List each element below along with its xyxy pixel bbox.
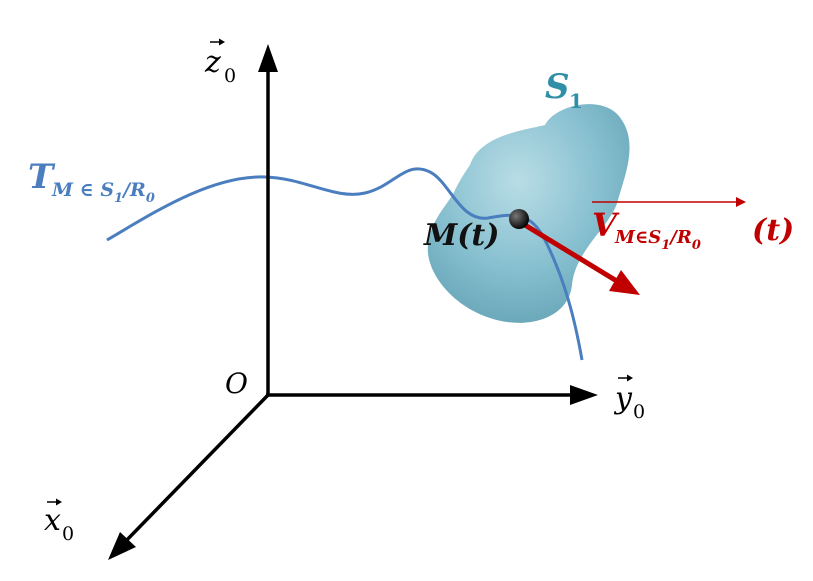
trajectory-label-sub-m: M ∈ S bbox=[51, 179, 114, 201]
z-axis-arrowhead bbox=[258, 44, 278, 72]
origin-label: O bbox=[225, 367, 248, 400]
trajectory-label: T M ∈ S1/R0 bbox=[28, 157, 155, 206]
x-axis-line bbox=[120, 392, 271, 547]
velocity-vector-line bbox=[518, 219, 622, 286]
velocity-label-sub-zero: 0 bbox=[692, 238, 701, 253]
x-axis-label: x 0 bbox=[44, 498, 74, 545]
x-axis-subscript: 0 bbox=[62, 523, 74, 545]
velocity-label: V M∈S1/R0 (t) bbox=[592, 197, 794, 253]
y-axis-letter: y bbox=[613, 381, 633, 416]
x-axis-letter: x bbox=[44, 503, 61, 538]
trajectory-label-sub-one: 1 bbox=[114, 191, 123, 206]
y-vector-arrow-icon bbox=[618, 374, 633, 382]
y-axis-subscript: 0 bbox=[633, 401, 645, 423]
z-vector-arrow-icon bbox=[210, 38, 225, 46]
trajectory-label-sub-zero: 0 bbox=[146, 191, 155, 206]
solid-label: S 1 bbox=[545, 67, 583, 113]
solid-label-main: S bbox=[545, 67, 570, 107]
z-axis-subscript: 0 bbox=[224, 65, 236, 87]
point-m-marker bbox=[509, 209, 529, 229]
velocity-overline-arrow-icon bbox=[592, 197, 746, 207]
svg-text:M ∈ S1/R0: M ∈ S1/R0 bbox=[51, 179, 155, 206]
point-m-label: M(t) bbox=[423, 218, 499, 253]
velocity-label-sub-rest: /R bbox=[668, 227, 692, 248]
velocity-label-sub-m: M∈S bbox=[614, 227, 661, 248]
trajectory-label-sub-rest: /R bbox=[121, 179, 146, 201]
z-axis-letter: z bbox=[204, 45, 221, 80]
velocity-label-main: V bbox=[592, 206, 620, 244]
solid-label-sub: 1 bbox=[569, 89, 583, 113]
svg-text:M∈S1/R0: M∈S1/R0 bbox=[614, 227, 701, 253]
x-axis-arrowhead bbox=[108, 532, 136, 560]
solid-s1-shape bbox=[427, 104, 630, 323]
velocity-vector-arrowhead bbox=[609, 270, 640, 295]
x-vector-arrow-icon bbox=[47, 498, 62, 506]
trajectory-label-main: T bbox=[28, 157, 56, 197]
z-axis-label: z 0 bbox=[204, 38, 236, 87]
y-axis-label: y 0 bbox=[613, 374, 645, 423]
velocity-label-t: (t) bbox=[752, 213, 794, 248]
y-axis-arrowhead bbox=[570, 385, 598, 405]
velocity-label-sub-one: 1 bbox=[661, 238, 670, 253]
